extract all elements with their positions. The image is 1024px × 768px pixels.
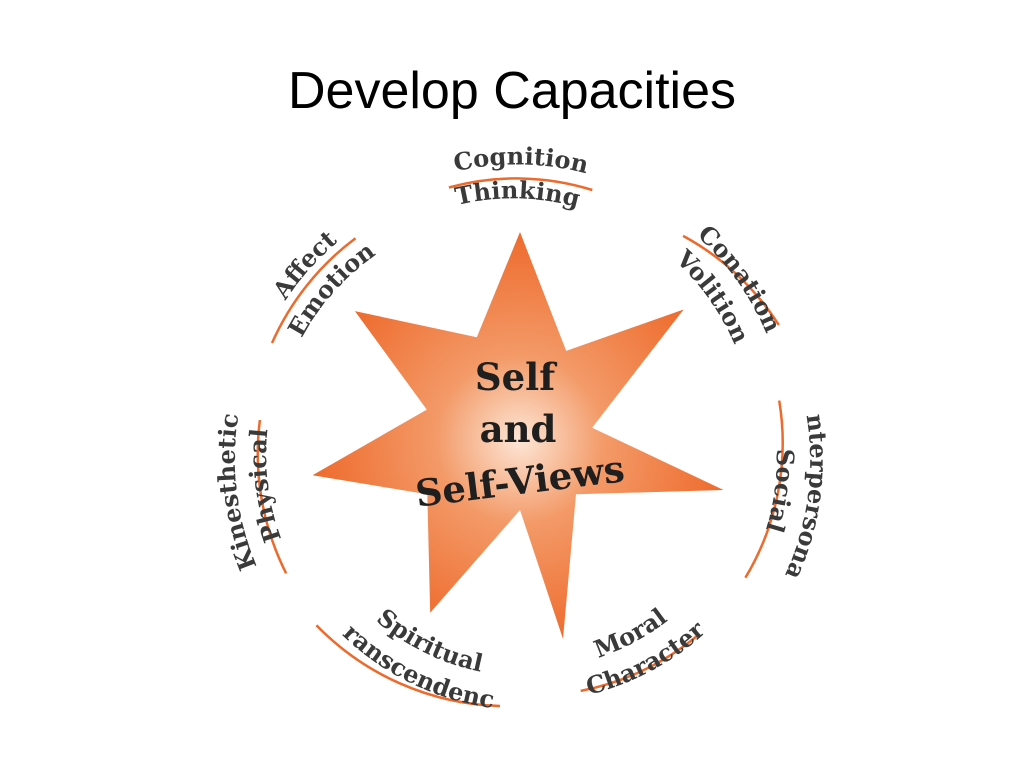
center-label-and: and (480, 407, 557, 451)
center-label-self: Self (475, 355, 557, 399)
divider-arc-physical (256, 419, 288, 574)
divider-arc-moral (580, 635, 698, 693)
divider-arc-cognition (448, 177, 593, 192)
segment-label-cognition: Cognition (451, 141, 592, 179)
star-shape (312, 232, 724, 639)
divider-arc-spiritual (315, 624, 501, 708)
segment-label-thinking: Thinking (452, 175, 583, 213)
divider-arc-social (744, 400, 784, 579)
divider-arc-affect (270, 237, 357, 344)
divider-arc-conation (682, 234, 780, 326)
slide-title: Develop Capacities (287, 62, 737, 120)
segment-label-social: Social (760, 449, 800, 536)
